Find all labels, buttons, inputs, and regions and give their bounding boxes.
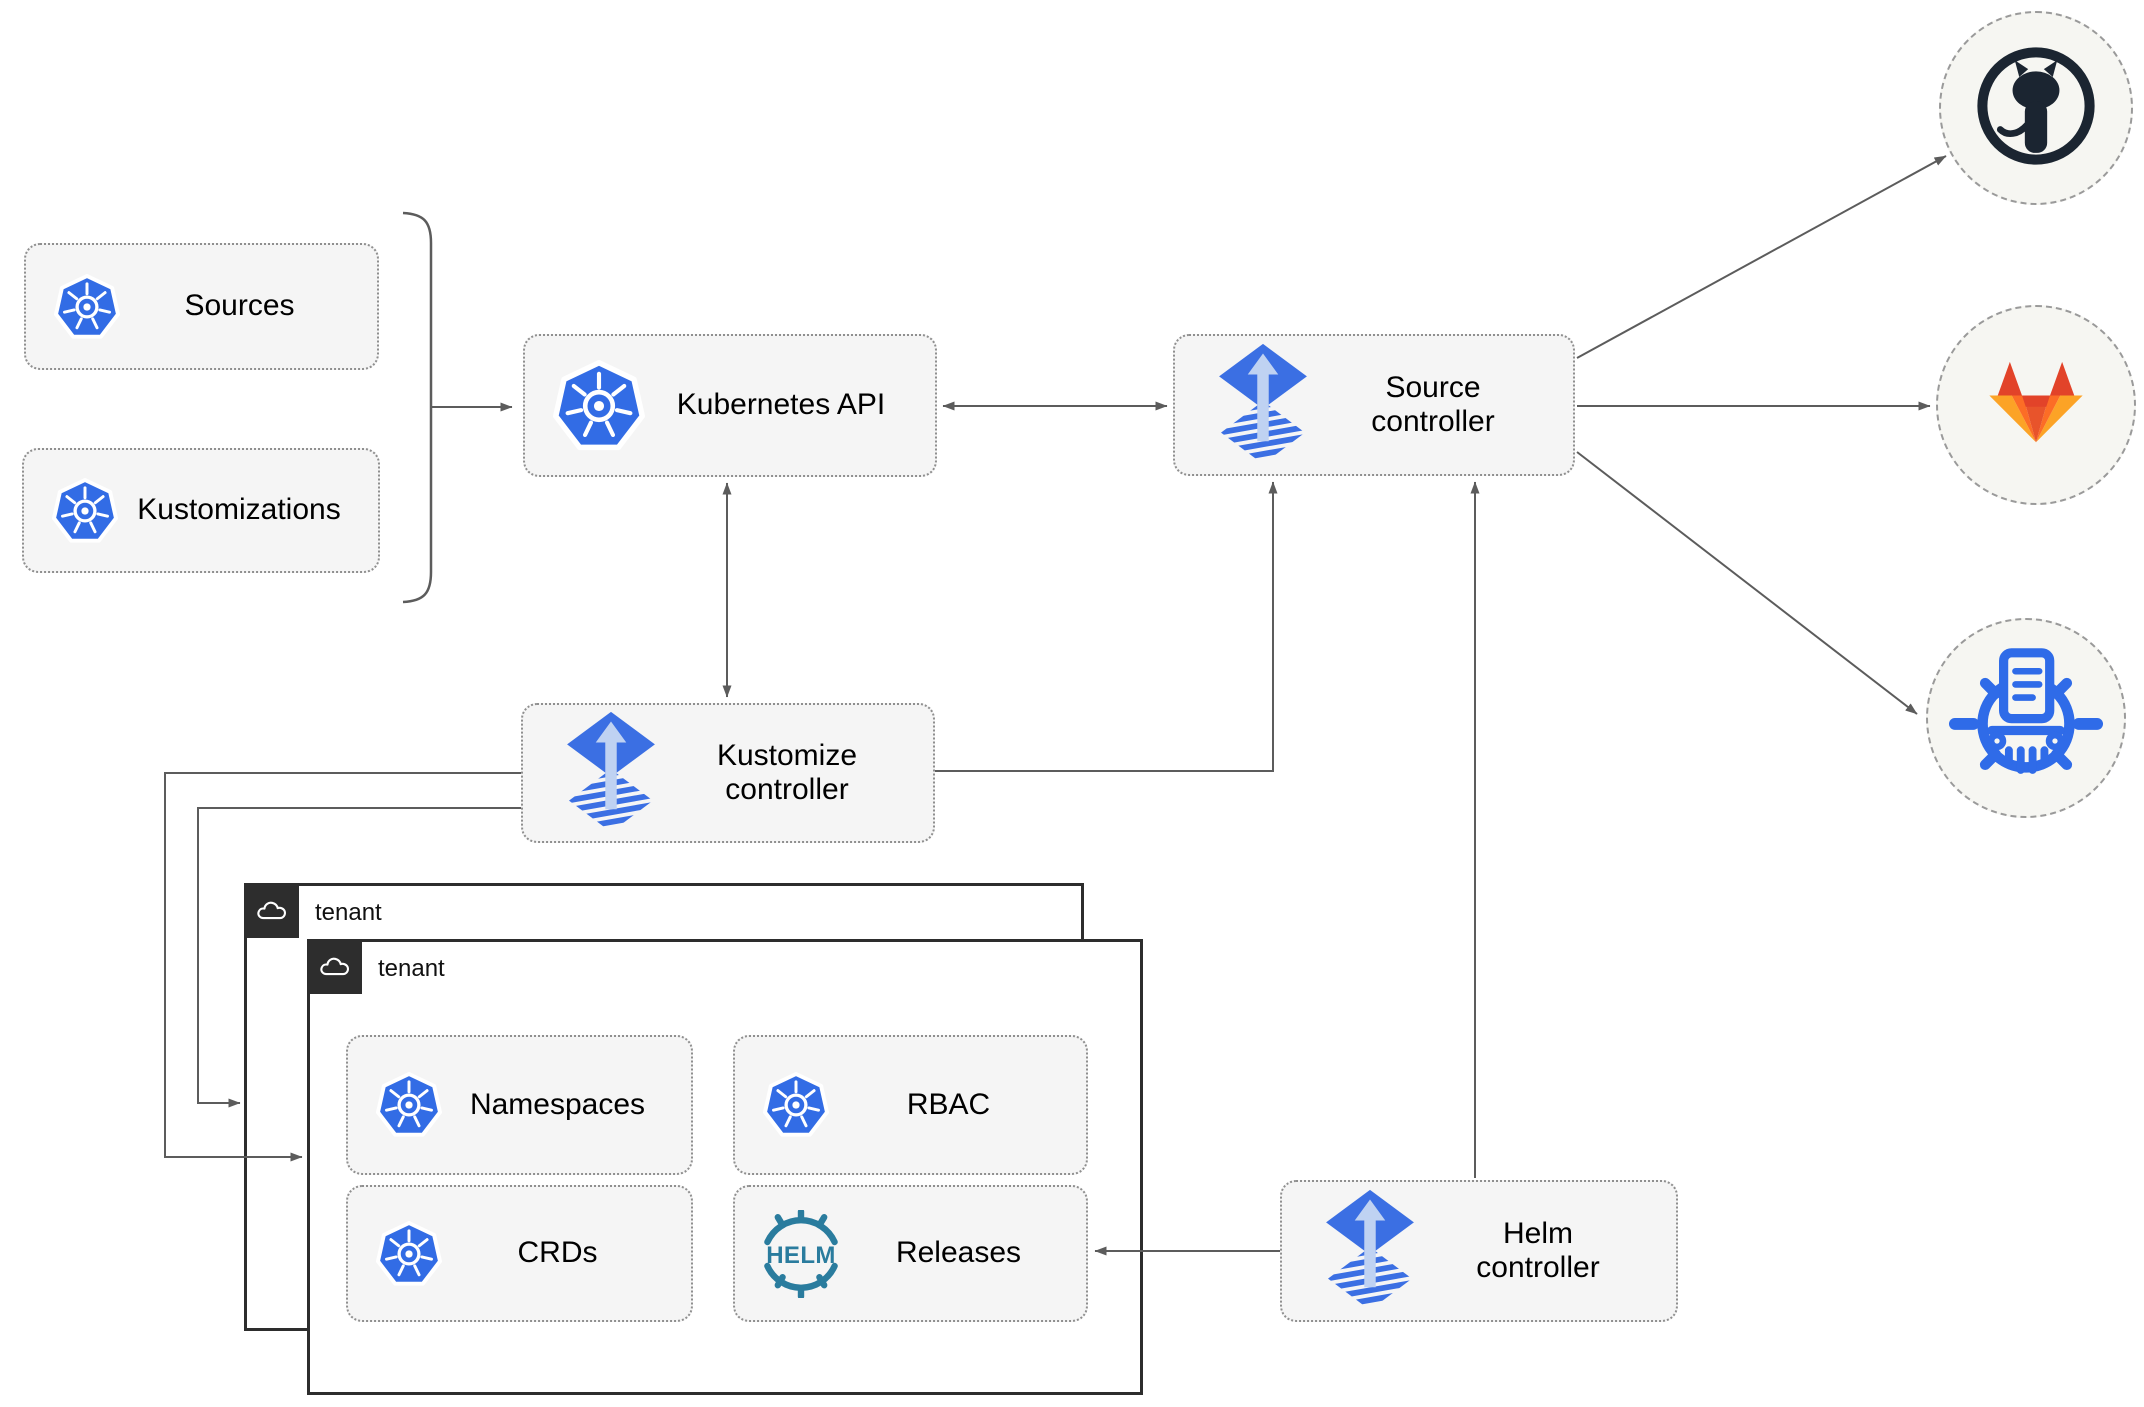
flux-icon xyxy=(1322,1188,1418,1314)
kubernetes-icon xyxy=(763,1072,829,1138)
node-sources: Sources xyxy=(24,243,379,370)
helm-wheel-icon: HELM xyxy=(753,1209,849,1298)
tenant-back-label: tenant xyxy=(315,899,382,926)
kubernetes-icon xyxy=(376,1072,442,1138)
edge-source-to-chartmuseum xyxy=(1576,451,1918,715)
kustomizations-label: Kustomizations xyxy=(137,493,341,527)
helm-controller-label: Helm controller xyxy=(1476,1216,1600,1285)
chartmuseum-target xyxy=(1926,618,2126,818)
gitlab-target xyxy=(1936,305,2136,505)
cloud-icon xyxy=(244,883,299,938)
gitlab-tanuki-icon xyxy=(1980,356,2092,455)
source-controller-label: Source controller xyxy=(1371,370,1495,439)
kubernetes-api-label: Kubernetes API xyxy=(676,388,886,422)
edge-source-to-github xyxy=(1576,155,1947,359)
tenant-front-label: tenant xyxy=(378,955,445,982)
flux-icon xyxy=(563,710,659,836)
rbac-label: RBAC xyxy=(906,1087,991,1121)
cloud-icon xyxy=(307,939,362,994)
edge-kustomize-to-source-controller xyxy=(935,481,1278,772)
kubernetes-icon xyxy=(553,360,645,452)
edge-group-bracket xyxy=(402,211,433,604)
node-kustomize-controller: Kustomize controller xyxy=(521,703,935,843)
flux-icon xyxy=(1215,342,1311,468)
kubernetes-icon xyxy=(376,1220,442,1287)
node-releases: HELM Releases xyxy=(733,1185,1088,1322)
node-kustomizations: Kustomizations xyxy=(22,448,380,573)
chartmuseum-icon xyxy=(1947,637,2105,800)
github-octocat-icon xyxy=(1969,39,2103,178)
github-target xyxy=(1939,11,2133,205)
kustomize-controller-label: Kustomize controller xyxy=(716,738,858,807)
kubernetes-icon xyxy=(52,477,118,544)
kubernetes-icon xyxy=(54,273,120,340)
node-source-controller: Source controller xyxy=(1173,334,1575,476)
releases-label: Releases xyxy=(895,1236,1022,1270)
helm-wheel-text: HELM xyxy=(766,1241,836,1268)
node-rbac: RBAC xyxy=(733,1035,1088,1175)
node-helm-controller: Helm controller xyxy=(1280,1180,1678,1322)
node-kubernetes-api: Kubernetes API xyxy=(523,334,937,477)
node-namespaces: Namespaces xyxy=(346,1035,693,1175)
namespaces-label: Namespaces xyxy=(469,1087,646,1121)
node-crds: CRDs xyxy=(346,1185,693,1322)
crds-label: CRDs xyxy=(517,1236,598,1270)
sources-label: Sources xyxy=(184,289,295,323)
